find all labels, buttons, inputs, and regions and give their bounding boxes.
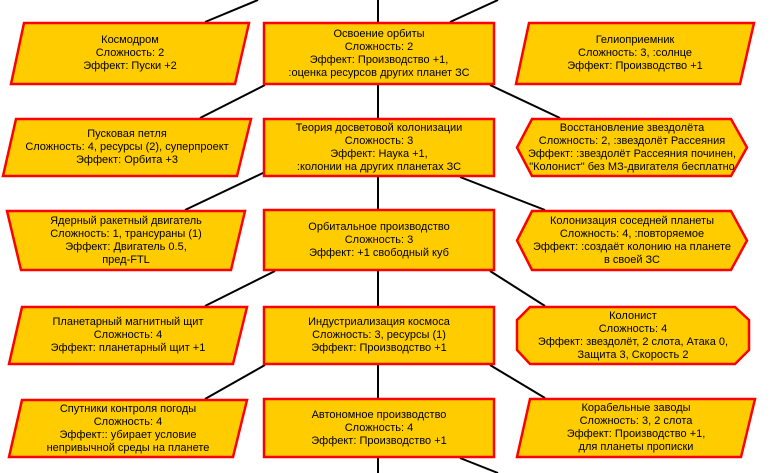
node-title: Корабельные заводы — [581, 402, 691, 414]
node-title: Гелиоприемник — [595, 34, 675, 46]
node-effect: Эффект: :создаёт колонию на планете — [532, 240, 732, 253]
node-orbit: Освоение орбиты Сложность: 2 Эффект: Про… — [262, 21, 496, 86]
node-shape — [7, 398, 249, 459]
edge-theory-nuclear — [184, 171, 266, 211]
node-title: Восстановление звездолёта — [559, 121, 705, 134]
node-title: Автономное производство — [311, 408, 447, 421]
node-effect: Эффект: +1 свободный куб — [309, 246, 449, 259]
edge-orbit-loop — [199, 84, 266, 119]
node-shape — [262, 397, 496, 459]
node-shape — [515, 397, 757, 459]
node-shape — [515, 305, 751, 366]
node-title: Планетарный магнитный щит — [52, 316, 204, 328]
node-title: Орбитальное производство — [308, 220, 450, 233]
node-orbital-prod: Орбитальное производство Сложность: 3 Эф… — [262, 208, 496, 272]
node-title: Космодром — [101, 34, 159, 46]
node-complexity: Сложность: 3 — [344, 134, 414, 147]
node-neighbor: Колонизация соседней планеты Сложность: … — [515, 209, 749, 272]
node-effect: Эффект: Двигатель 0.5, — [65, 240, 187, 253]
node-complexity: Сложность: 4 — [93, 329, 163, 341]
node-magshield: Планетарный магнитный щит Сложность: 4 Э… — [7, 305, 249, 366]
node-complexity: Сложность: 4, ресурсы (2), суперпроект — [25, 141, 229, 153]
node-title: Теория досветовой колонизации — [295, 121, 463, 134]
edge-orbitalprod-magshield — [204, 270, 276, 307]
node-complexity: Сложность: 2, :звездолёт Рассеяния — [538, 134, 726, 147]
node-effect-extra: для планеты прописки — [578, 441, 694, 453]
node-title: Индустриализация космоса — [308, 316, 450, 328]
node-shape — [5, 209, 247, 272]
node-effect-extra: Защита 3, Скорость 2 — [577, 348, 689, 361]
node-complexity: Сложность: 3, ресурсы (1) — [312, 329, 446, 341]
node-colonist: Колонист Сложность: 4 Эффект: звездолёт,… — [515, 305, 751, 366]
node-effect: Эффект: планетарный щит +1 — [50, 342, 206, 354]
node-title: Спутники контроля погоды — [59, 402, 197, 415]
node-effect-extra: :колонии на других планетах ЗС — [296, 160, 462, 173]
node-effect: Эффект: Пуски +2 — [83, 60, 177, 72]
edge-orbit-restore — [489, 84, 561, 119]
node-effect-extra: непривычной среды на планете — [46, 441, 210, 454]
node-effect: Эффект: Производство +1, — [309, 53, 449, 66]
node-effect: Эффект: звездолёт, 2 слота, Атака 0, — [537, 335, 729, 348]
node-shape — [515, 117, 749, 178]
edge-industry-shipyards — [489, 364, 546, 399]
node-title: Колонизация соседней планеты — [550, 214, 714, 227]
node-loop: Пусковая петля Сложность: 4, ресурсы (2)… — [1, 117, 253, 178]
node-weather: Спутники контроля погоды Сложность: 4 Эф… — [7, 398, 249, 459]
node-shape — [262, 117, 496, 178]
node-effect-extra: пред-FTL — [102, 253, 150, 266]
node-complexity: Сложность: 4 — [344, 421, 414, 434]
edge-autonomous-right — [459, 457, 499, 473]
node-complexity: Сложность: 3, 2 слота — [579, 415, 693, 427]
node-helio: Гелиоприемник Сложность: 3, :солнце Эффе… — [514, 21, 756, 86]
node-effect: Эффект: :звездолёт Рассеяния починен, — [527, 147, 737, 160]
node-complexity: Сложность: 2 — [95, 47, 165, 59]
node-effect: Эффект: Наука +1, — [330, 147, 428, 160]
edge-top-right — [449, 0, 499, 23]
node-colony-theory: Теория досветовой колонизации Сложность:… — [262, 117, 496, 178]
edge-industry-weather — [204, 364, 266, 400]
node-effect: Эффект: Производство +1 — [567, 60, 703, 72]
node-complexity: Сложность: 4, :повторяемое — [559, 227, 705, 240]
node-kosmodrom: Космодром Сложность: 2 Эффект: Пуски +2 — [9, 21, 251, 86]
node-shape — [262, 305, 496, 366]
node-restore: Восстановление звездолёта Сложность: 2, … — [515, 117, 749, 178]
node-effect: Эффект:: убирает условие — [59, 428, 197, 441]
node-complexity: Сложность: 3, :солнце — [578, 47, 692, 59]
node-title: Освоение орбиты — [333, 27, 425, 40]
node-complexity: Сложность: 4 — [598, 322, 668, 335]
node-effect: Эффект: Производство +1, — [566, 428, 706, 440]
node-effect: Эффект: Производство +1 — [311, 434, 447, 447]
node-effect: Эффект: Производство +1 — [311, 342, 447, 354]
node-shape — [514, 21, 756, 86]
node-effect-extra: :оценка ресурсов других планет ЗС — [288, 66, 470, 79]
node-title: Колонист — [609, 309, 657, 322]
node-shape — [1, 117, 253, 178]
node-effect-extra: в своей ЗС — [603, 253, 661, 266]
node-complexity: Сложность: 3 — [344, 233, 414, 246]
node-shape — [262, 21, 496, 86]
node-shape — [515, 209, 749, 272]
node-effect-extra: "Колонист" без МЗ-двигателя бесплатно — [529, 160, 735, 173]
node-effect: Эффект: Орбита +3 — [76, 154, 178, 166]
node-complexity: Сложность: 1, трансураны (1) — [50, 227, 202, 240]
node-complexity: Сложность: 2 — [344, 40, 414, 53]
node-title: Ядерный ракетный двигатель — [50, 214, 202, 227]
edge-top-left — [204, 0, 259, 23]
node-industry: Индустриализация космоса Сложность: 3, р… — [262, 305, 496, 366]
node-shipyards: Корабельные заводы Сложность: 3, 2 слота… — [515, 397, 757, 459]
edge-orbitalprod-colonist — [489, 270, 546, 307]
node-shape — [9, 21, 251, 86]
edge-theory-neighbor — [459, 176, 546, 211]
node-shape — [262, 208, 496, 272]
node-complexity: Сложность: 4 — [93, 415, 163, 428]
node-nuclear: Ядерный ракетный двигатель Сложность: 1,… — [5, 209, 247, 272]
node-autonomous: Автономное производство Сложность: 4 Эфф… — [262, 397, 496, 459]
node-shape — [7, 305, 249, 366]
node-title: Пусковая петля — [87, 128, 167, 140]
